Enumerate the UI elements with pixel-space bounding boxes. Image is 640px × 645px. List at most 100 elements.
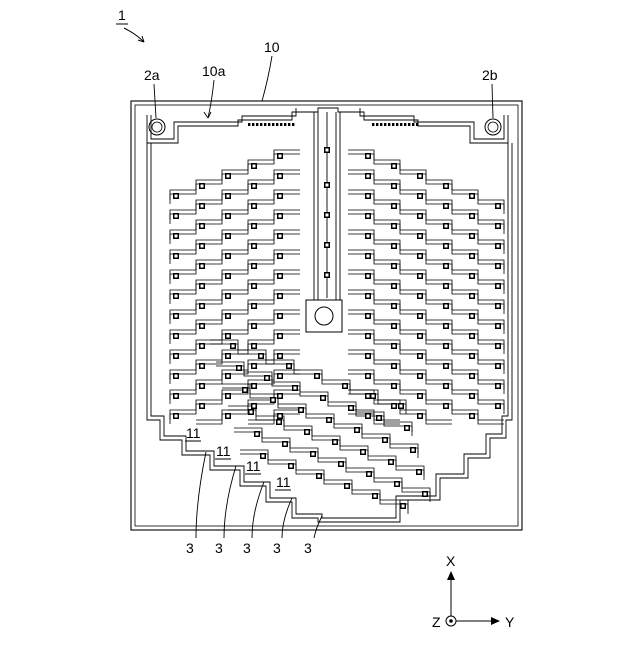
bus-mark-left-9 [284,123,286,126]
region-top-outer [147,108,508,143]
mounting-holes [149,119,501,135]
element-window-spine-2 [326,214,329,217]
hole-2b-outer [485,119,501,135]
element-window-115 [445,345,448,348]
element-window-26 [253,265,256,268]
element-window-146 [238,367,241,370]
element-window-17 [227,235,230,238]
trace-lower-4 [234,428,430,498]
element-window-148 [294,387,297,390]
element-window-174 [262,455,265,458]
element-window-7 [227,195,230,198]
element-window-154 [272,399,275,402]
element-label-1: 3 [186,540,194,556]
element-window-53 [201,385,204,388]
axis-x-label: X [446,553,456,569]
element-window-66 [419,175,422,178]
element-window-46 [253,345,256,348]
coordinate-axes: X Y Z [432,553,515,630]
element-window-81 [497,245,500,248]
element-window-121 [445,365,448,368]
element-window-0 [279,155,282,158]
element-window-6 [253,185,256,188]
element-window-68 [471,195,474,198]
element-leader-2 [224,466,236,538]
element-window-170 [340,463,343,466]
element-window-106 [367,295,370,298]
element-window-149 [322,397,325,400]
element-window-147 [266,377,269,380]
board-inner-edge [135,105,518,526]
element-window-67 [445,185,448,188]
element-window-77 [393,205,396,208]
element-window-3 [201,185,204,188]
pad-label-1: 11 [186,425,201,441]
element-window-163 [334,441,337,444]
bus-mark-left-2 [256,123,258,126]
element-window-59 [175,415,178,418]
bus-mark-left-6 [272,123,274,126]
element-window-151 [378,417,381,420]
element-window-160 [250,411,253,414]
element-window-169 [312,453,315,456]
pad-label-2: 11 [216,443,231,459]
element-window-172 [396,483,399,486]
element-window-1 [253,165,256,168]
bus-mark-right-11 [416,123,418,126]
trace-right-pair-0 [348,154,504,214]
axis-y-label: Y [505,614,515,630]
element-window-113 [393,325,396,328]
element-window-70 [367,175,370,178]
element-window-16 [253,225,256,228]
element-window-40 [279,315,282,318]
label-ref-region-arrowhead [204,112,211,118]
bus-mark-left-5 [268,123,270,126]
element-window-177 [346,485,349,488]
element-window-15 [279,215,282,218]
hole-2b-inner [488,122,498,132]
element-label-4: 3 [273,540,281,556]
label-hole-2b: 2b [482,67,498,83]
element-window-2 [227,175,230,178]
element-window-167 [256,433,259,436]
element-window-176 [318,475,321,478]
element-window-144 [372,395,375,398]
element-window-168 [284,443,287,446]
pad-label-4: 11 [276,474,291,490]
bus-mark-left-0 [248,123,250,126]
element-window-34 [175,315,178,318]
element-window-126 [419,375,422,378]
axis-x-arrowhead [447,571,455,580]
element-window-27 [227,275,230,278]
axis-y-arrowhead [491,617,500,625]
element-window-82 [367,215,370,218]
element-window-111 [497,345,500,348]
bus-mark-right-4 [388,123,390,126]
element-window-156 [328,419,331,422]
element-window-123 [497,385,500,388]
bus-mark-right-0 [372,123,374,126]
element-window-131 [393,385,396,388]
bus-mark-right-3 [384,123,386,126]
bus-mark-left-4 [264,123,266,126]
element-window-69 [497,205,500,208]
element-window-spine-0 [326,149,329,152]
element-window-139 [232,345,235,348]
element-window-114 [419,335,422,338]
element-window-105 [497,325,500,328]
element-window-60 [279,395,282,398]
element-window-12 [227,215,230,218]
element-window-92 [471,275,474,278]
element-window-18 [201,245,204,248]
top-bus-marks [248,123,418,126]
element-window-21 [253,245,256,248]
element-window-32 [227,295,230,298]
element-leader-4 [282,498,292,538]
element-window-13 [201,225,204,228]
element-window-90 [419,255,422,258]
element-window-102 [419,295,422,298]
element-window-141 [288,365,291,368]
element-window-153 [244,389,247,392]
element-window-162 [306,431,309,434]
